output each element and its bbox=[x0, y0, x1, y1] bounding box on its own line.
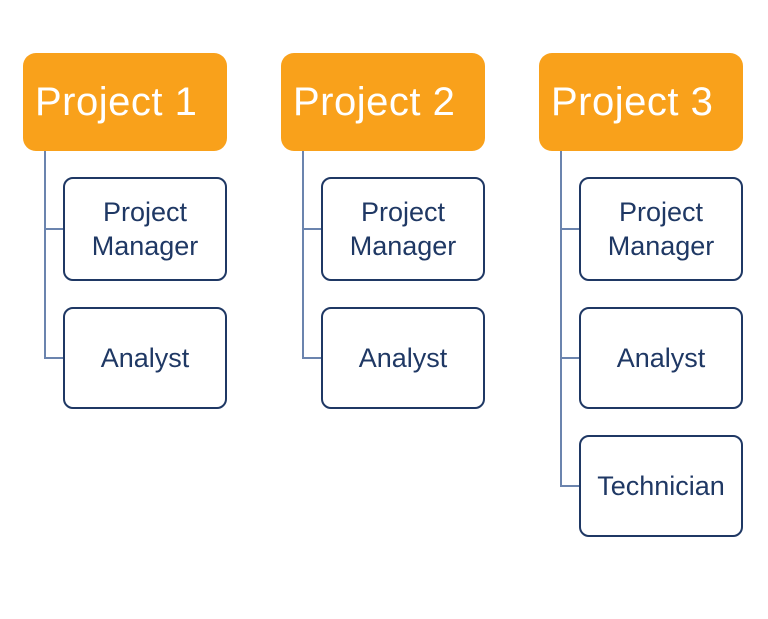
project-header: Project 3 bbox=[539, 53, 743, 151]
connector-elbow-line bbox=[560, 485, 579, 487]
role-node: Technician bbox=[579, 435, 743, 537]
connector-elbow-line bbox=[560, 357, 579, 359]
role-node: Project Manager bbox=[321, 177, 485, 281]
connector-elbow-line bbox=[44, 357, 63, 359]
connector-elbow-line bbox=[302, 357, 321, 359]
org-column-project-1: Project 1 Project Manager Analyst bbox=[23, 0, 253, 619]
role-node: Project Manager bbox=[579, 177, 743, 281]
org-column-project-3: Project 3 Project Manager Analyst Techni… bbox=[539, 0, 768, 619]
connector-vertical-line bbox=[560, 151, 562, 486]
role-node: Analyst bbox=[321, 307, 485, 409]
project-header: Project 1 bbox=[23, 53, 227, 151]
role-node: Project Manager bbox=[63, 177, 227, 281]
role-node: Analyst bbox=[579, 307, 743, 409]
connector-vertical-line bbox=[44, 151, 46, 358]
connector-elbow-line bbox=[560, 228, 579, 230]
project-header: Project 2 bbox=[281, 53, 485, 151]
connector-elbow-line bbox=[302, 228, 321, 230]
org-column-project-2: Project 2 Project Manager Analyst bbox=[281, 0, 511, 619]
connector-vertical-line bbox=[302, 151, 304, 358]
role-node: Analyst bbox=[63, 307, 227, 409]
connector-elbow-line bbox=[44, 228, 63, 230]
